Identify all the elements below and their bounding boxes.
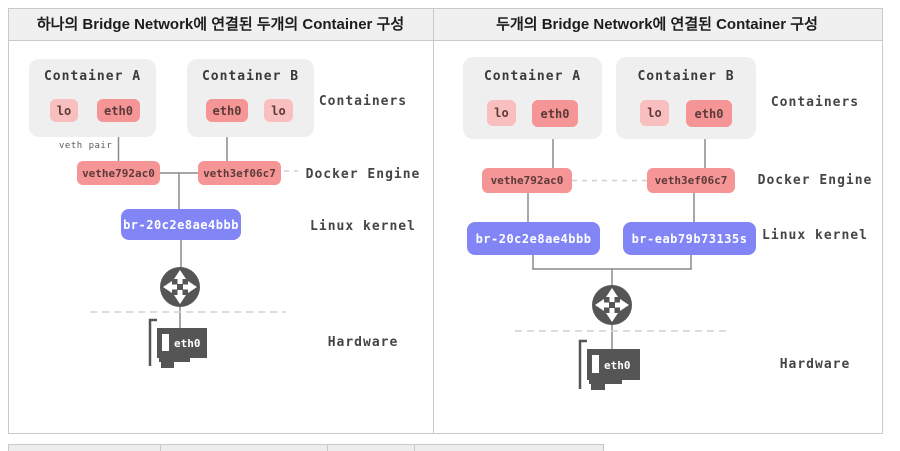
next-table-cell	[161, 445, 328, 451]
layer-label-docker-engine: Docker Engine	[305, 167, 421, 182]
right-container-b-eth0: eth0	[686, 100, 732, 127]
table-header-left: 하나의 Bridge Network에 연결된 두개의 Container 구성	[36, 16, 405, 33]
container-title: Container B	[201, 69, 300, 84]
left-container-a-eth0: eth0	[97, 99, 140, 122]
layer-label-linux-kernel: Linux kernel	[762, 228, 868, 243]
next-table-partial	[8, 444, 604, 451]
layer-label-hardware: Hardware	[327, 335, 399, 350]
table-header-right: 두개의 Bridge Network에 연결된 Container 구성	[496, 16, 818, 33]
right-container-a-lo: lo	[487, 100, 516, 126]
container-title: Container A	[483, 69, 582, 84]
right-container-a-eth0: eth0	[532, 100, 578, 127]
left-bridge: br-20c2e8ae4bbb	[121, 209, 241, 240]
right-bridge-a: br-20c2e8ae4bbb	[467, 222, 600, 255]
next-table-cell	[415, 445, 603, 451]
left-veth-b: veth3ef06c7	[198, 161, 281, 185]
table-header-row: 하나의 Bridge Network에 연결된 두개의 Container 구성…	[9, 9, 882, 41]
left-veth-a: vethe792ac0	[77, 161, 160, 185]
table-column-divider	[433, 9, 434, 433]
left-container-a-lo: lo	[50, 99, 78, 122]
left-container-b-eth0: eth0	[206, 99, 248, 122]
left-container-a: Container A	[29, 59, 156, 137]
layer-label-hardware: Hardware	[779, 357, 851, 372]
right-container-b-lo: lo	[640, 100, 669, 126]
right-bridge-b: br-eab79b73135s	[623, 222, 756, 255]
right-veth-a: vethe792ac0	[482, 168, 572, 193]
container-title: Container B	[637, 69, 735, 84]
layer-label-containers: Containers	[318, 94, 408, 109]
next-table-cell	[9, 445, 161, 451]
left-container-b-lo: lo	[264, 99, 293, 122]
veth-pair-label: veth pair	[59, 141, 113, 151]
right-veth-b: veth3ef06c7	[647, 168, 735, 193]
layer-label-linux-kernel: Linux kernel	[310, 219, 416, 234]
layer-label-docker-engine: Docker Engine	[757, 173, 873, 188]
right-container-b: Container B	[616, 57, 756, 139]
left-container-b: Container B	[187, 59, 314, 137]
layer-label-containers: Containers	[770, 95, 860, 110]
container-title: Container A	[43, 69, 142, 84]
right-container-a: Container A	[463, 57, 602, 139]
next-table-cell	[328, 445, 415, 451]
